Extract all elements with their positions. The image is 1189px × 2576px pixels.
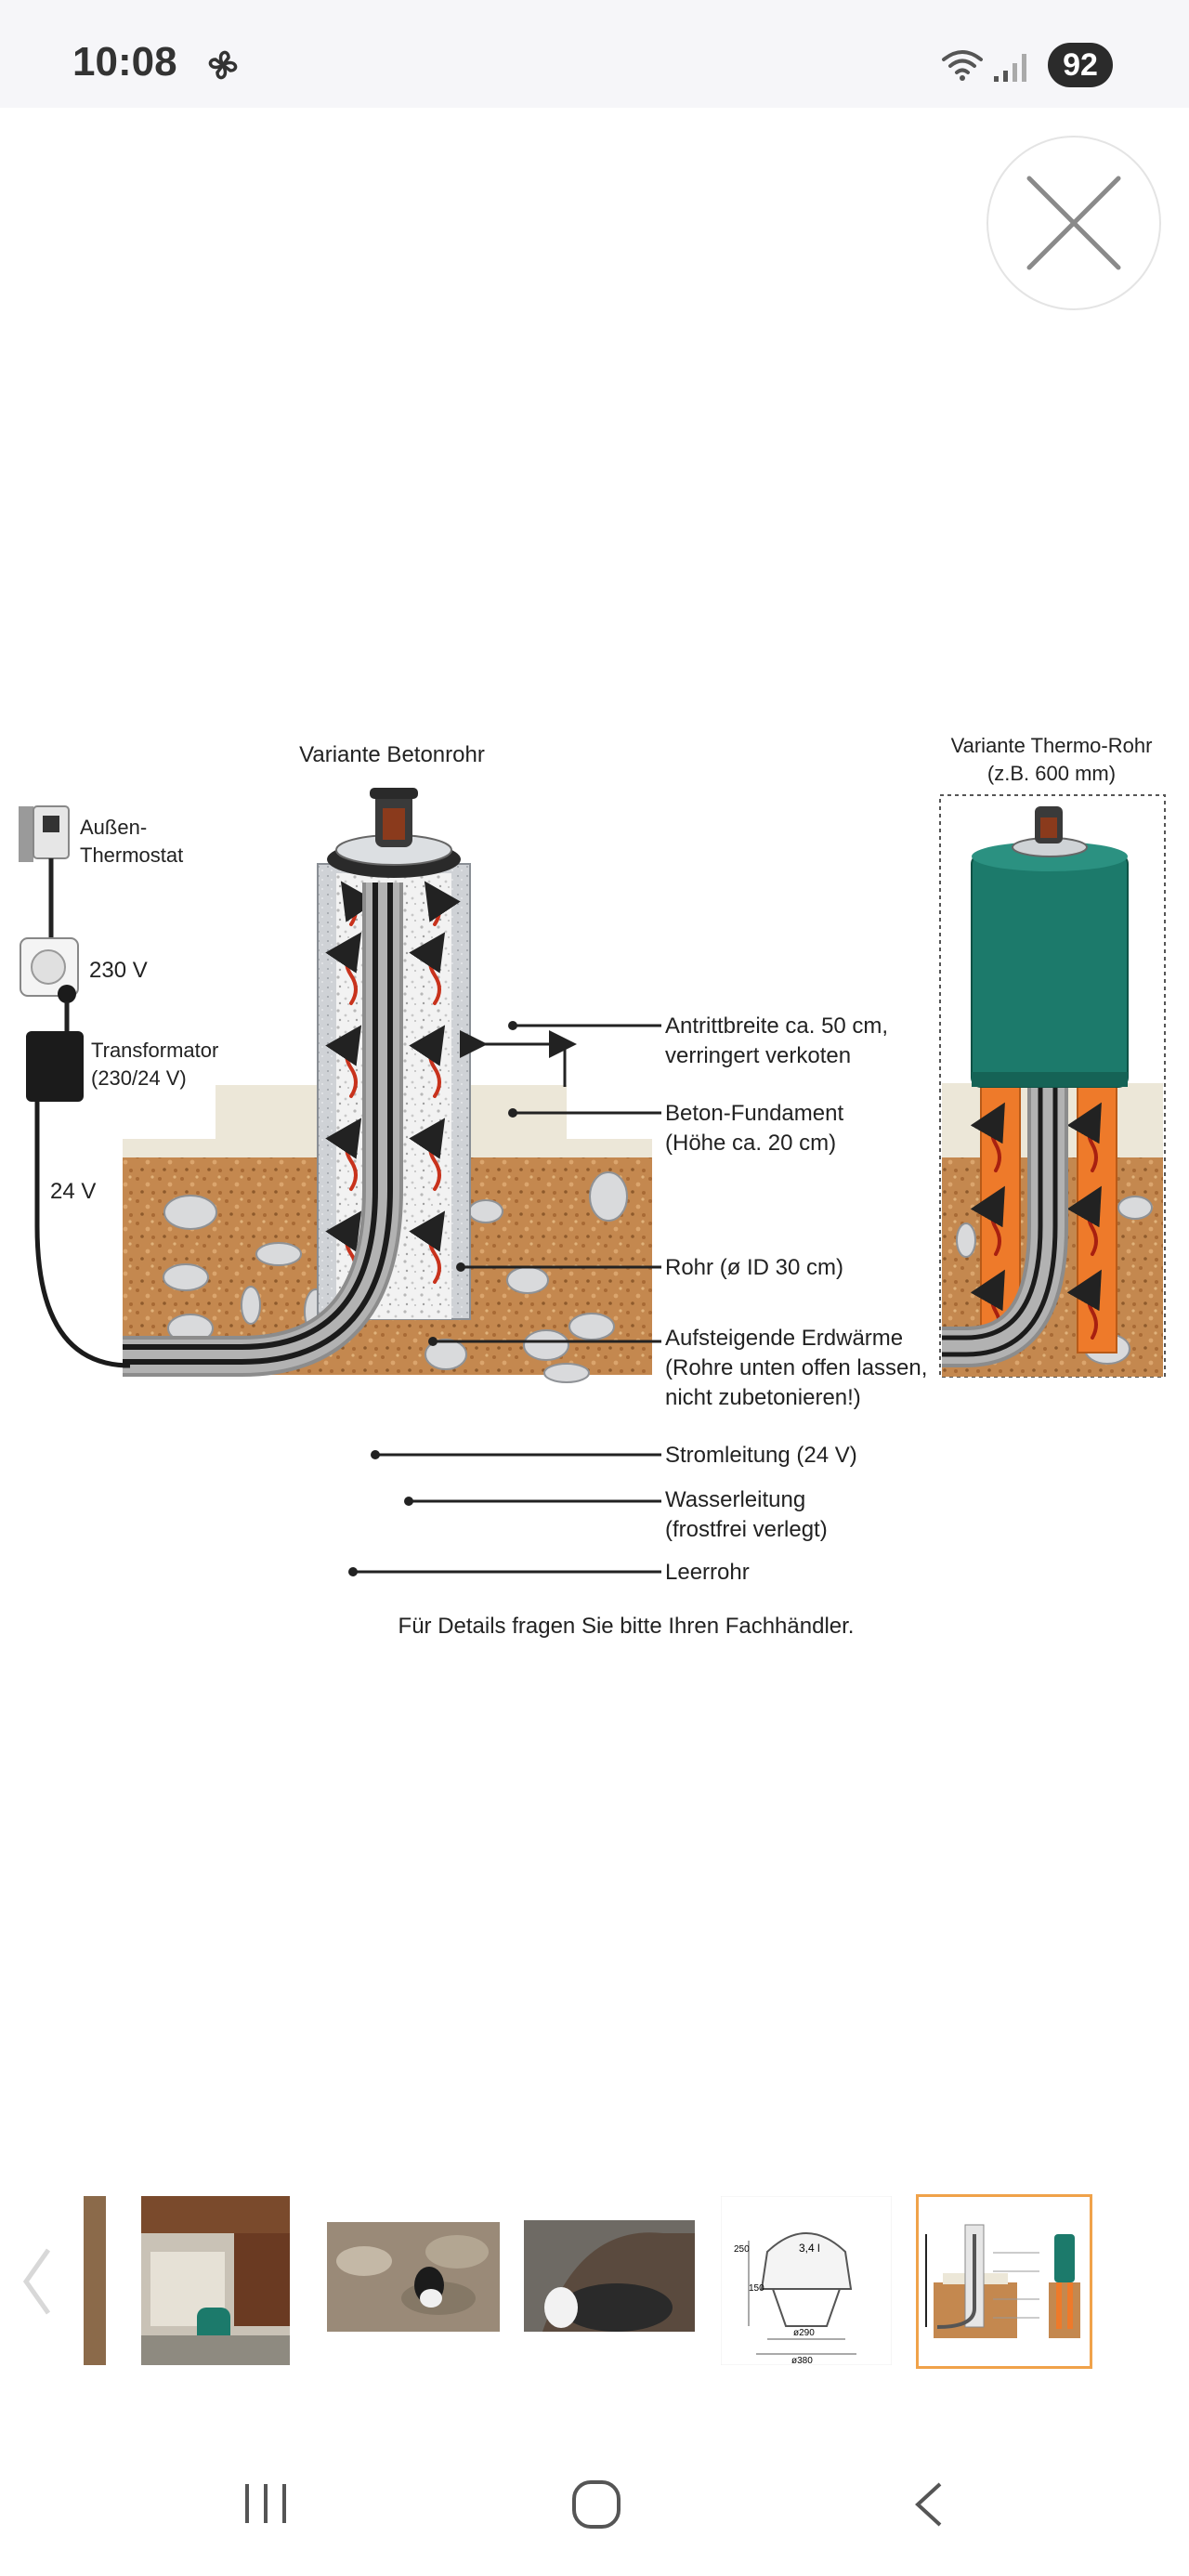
- label-foundation-2: (Höhe ca. 20 cm): [665, 1131, 836, 1156]
- label-variant-thermo-1: Variante Thermo-Rohr: [951, 734, 1153, 757]
- installation-diagram: Variante Betonrohr Außen- Thermostat 230…: [19, 734, 1166, 1639]
- navigation-bar: [0, 2434, 1189, 2576]
- label-power-line: Stromleitung (24 V): [665, 1443, 857, 1468]
- label-variant-thermo-2: (z.B. 600 mm): [987, 762, 1116, 785]
- label-step-width-2: verringert verkoten: [665, 1043, 851, 1068]
- status-time: 10:08: [72, 39, 177, 85]
- label-foundation-1: Beton-Fundament: [665, 1101, 843, 1126]
- diagram-footer: Für Details fragen Sie bitte Ihren Fachh…: [399, 1614, 855, 1639]
- status-bar: 10:08 92: [0, 0, 1189, 108]
- thumbnail-installation-diagram[interactable]: [916, 2194, 1092, 2369]
- thumbnail-goat-drinking[interactable]: [524, 2196, 695, 2365]
- back-icon[interactable]: [910, 2480, 947, 2529]
- thumbnail-strip: 250 150 3,4 l ø290 ø380: [0, 2189, 1189, 2374]
- label-geothermal-2: (Rohre unten offen lassen,: [665, 1355, 927, 1380]
- dim-380: ø380: [791, 2356, 813, 2365]
- label-empty-pipe: Leerrohr: [665, 1560, 750, 1585]
- thumbnail-stable[interactable]: [141, 2196, 290, 2365]
- thumbnail-dimension-drawing[interactable]: 250 150 3,4 l ø290 ø380: [721, 2196, 892, 2365]
- pinwheel-icon: [208, 50, 238, 80]
- battery-indicator: 92: [1048, 43, 1113, 87]
- label-geothermal-1: Aufsteigende Erdwärme: [665, 1326, 903, 1351]
- label-24v: 24 V: [50, 1179, 96, 1204]
- label-transformer-1: Transformator: [91, 1039, 218, 1062]
- label-thermostat-2: Thermostat: [80, 843, 183, 867]
- label-variant-concrete: Variante Betonrohr: [299, 742, 485, 767]
- chevron-left-icon[interactable]: [19, 2244, 56, 2319]
- thumbnail-partial[interactable]: [84, 2196, 106, 2365]
- label-water-1: Wasserleitung: [665, 1487, 805, 1512]
- dim-250: 250: [734, 2244, 750, 2255]
- dim-290: ø290: [793, 2328, 815, 2338]
- label-water-2: (frostfrei verlegt): [665, 1517, 828, 1542]
- label-geothermal-3: nicht zubetonieren!): [665, 1385, 861, 1410]
- dim-150: 150: [749, 2283, 764, 2294]
- label-step-width-1: Antrittbreite ca. 50 cm,: [665, 1013, 888, 1039]
- label-230v: 230 V: [89, 958, 148, 983]
- close-button[interactable]: [986, 136, 1161, 310]
- dim-volume: 3,4 l: [799, 2242, 820, 2255]
- label-thermostat-1: Außen-: [80, 816, 147, 839]
- wifi-icon: [942, 50, 983, 81]
- thumbnail-sheep-rocks[interactable]: [327, 2196, 500, 2365]
- label-pipe: Rohr (ø ID 30 cm): [665, 1255, 843, 1280]
- recents-icon[interactable]: [240, 2480, 292, 2527]
- home-icon[interactable]: [570, 2478, 622, 2530]
- signal-icon: [994, 54, 1026, 82]
- label-transformer-2: (230/24 V): [91, 1066, 187, 1090]
- close-icon: [1026, 176, 1121, 270]
